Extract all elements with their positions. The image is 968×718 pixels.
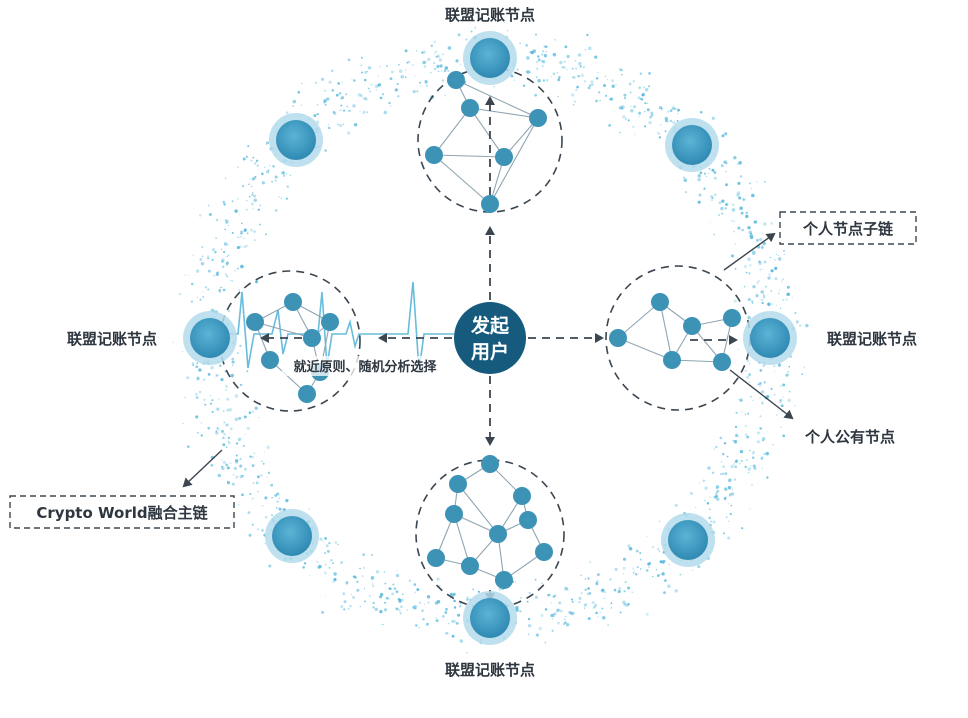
right-subnet-node — [609, 329, 627, 347]
right-subnet-node — [663, 351, 681, 369]
center-label-line2: 用户 — [471, 340, 509, 363]
right-subnet-node — [723, 309, 741, 327]
consortium-node-bottom — [470, 598, 510, 638]
left-subnet-circle — [219, 270, 361, 412]
top-subnet-node — [481, 195, 499, 213]
bottom-subnet-node — [481, 455, 499, 473]
subnet-nodes — [246, 71, 741, 589]
left-subnet-node — [303, 329, 321, 347]
top-subnet-node — [495, 148, 513, 166]
top-subnet-edge — [489, 117, 539, 205]
left-subnet-node — [261, 351, 279, 369]
center-user-node — [454, 302, 526, 374]
subchain-box — [779, 211, 917, 245]
left-subnet-node — [321, 313, 339, 331]
right-subnet-circle — [605, 265, 751, 411]
bottom-subnet-node — [445, 505, 463, 523]
bottom-subnet-node — [427, 549, 445, 567]
consortium-node-upper-right — [672, 125, 712, 165]
bottom-subnet-edge — [457, 483, 499, 535]
top-subnet-node — [529, 109, 547, 127]
top-subnet-edge — [455, 79, 539, 119]
top-subnet-node — [425, 146, 443, 164]
right-subnet-edge — [659, 301, 673, 361]
consortium-node-left — [190, 318, 230, 358]
top-subnet-edge — [433, 154, 505, 158]
bottom-subnet-node — [449, 475, 467, 493]
selection-rule-label: 就近原则、随机分析选择 — [293, 359, 437, 375]
top-subnet-edge — [433, 107, 471, 156]
consortium-node-upper-left — [276, 120, 316, 160]
pointer-main-chain — [182, 449, 223, 488]
top-subnet-node — [461, 99, 479, 117]
bottom-subnet-node — [519, 511, 537, 529]
bottom-subnet-node — [489, 525, 507, 543]
left-subnet-node — [284, 293, 302, 311]
right-node-label: 联盟记账节点 — [827, 330, 917, 348]
top-subnet-edge — [469, 107, 505, 158]
left-node-label: 联盟记账节点 — [67, 330, 157, 348]
right-subnet-edge — [617, 337, 673, 361]
center-label-line1: 发起 — [470, 314, 510, 337]
public-node-label: 个人公有节点 — [804, 428, 895, 446]
left-subnet-edge — [254, 321, 313, 339]
bottom-subnet-node — [461, 557, 479, 575]
top-node-label: 联盟记账节点 — [445, 6, 535, 24]
right-subnet-node — [713, 353, 731, 371]
bottom-subnet-node — [495, 571, 513, 589]
bottom-subnet-edge — [453, 513, 471, 567]
bottom-subnet-node — [535, 543, 553, 561]
pointer-public-node — [729, 369, 794, 420]
pointer-subchain — [723, 232, 776, 271]
right-subnet-edge — [617, 301, 661, 339]
consortium-node-lower-left — [272, 516, 312, 556]
top-subnet-edge — [469, 107, 539, 119]
subchain-label: 个人节点子链 — [802, 220, 894, 238]
consortium-node-top — [470, 38, 510, 78]
consortium-node-right — [750, 318, 790, 358]
left-subnet-node — [298, 385, 316, 403]
right-subnet-node — [683, 317, 701, 335]
consortium-node-lower-right — [668, 520, 708, 560]
left-subnet-node — [246, 313, 264, 331]
main-chain-label: Crypto World融合主链 — [36, 504, 208, 522]
top-subnet-node — [447, 71, 465, 89]
consortium-nodes — [183, 31, 797, 645]
main-chain-box — [9, 495, 235, 529]
bottom-subnet-node — [513, 487, 531, 505]
right-subnet-node — [651, 293, 669, 311]
top-subnet-edge — [433, 154, 491, 205]
bottom-node-label: 联盟记账节点 — [445, 661, 535, 679]
